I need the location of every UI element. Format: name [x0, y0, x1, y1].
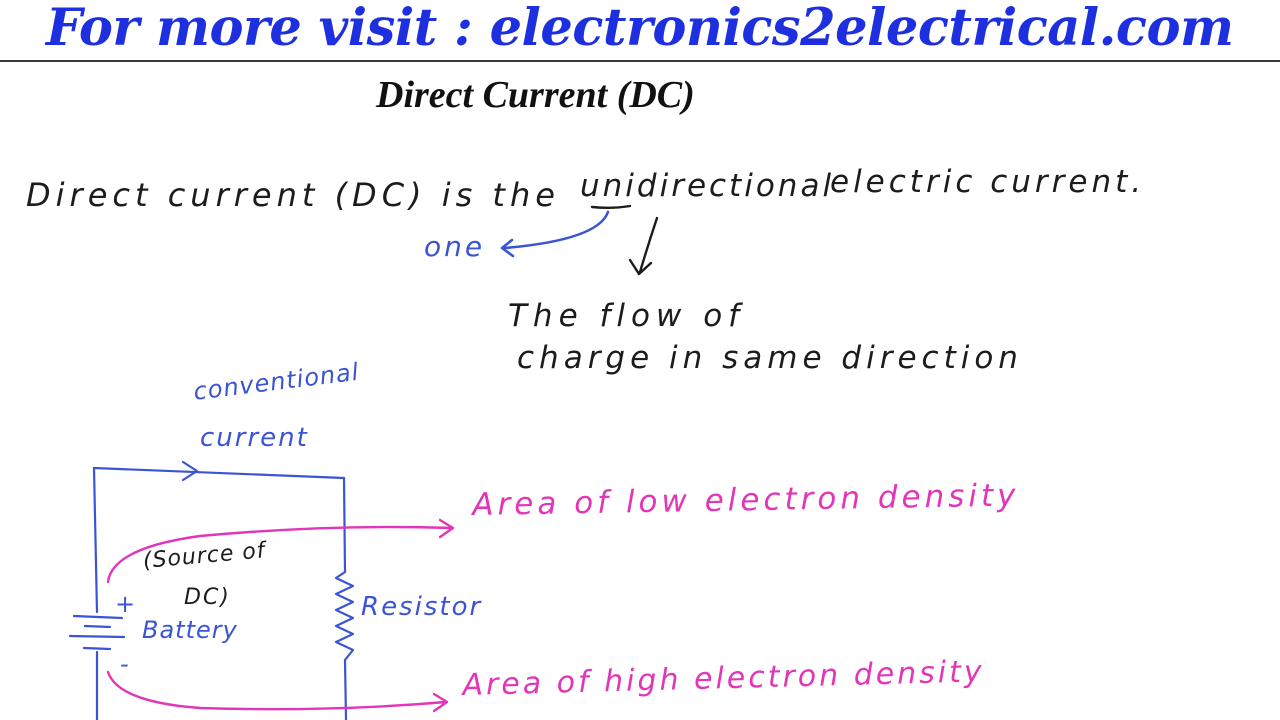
page-title: Direct Current (DC) — [376, 74, 695, 116]
high-density-arrowhead — [432, 692, 449, 713]
conventional-label-line-2: current — [200, 423, 309, 453]
right-wire-lower — [343, 658, 348, 720]
uni-meaning-label: one — [424, 230, 486, 263]
uni-to-one-arrow — [503, 210, 610, 250]
resistor-symbol — [334, 570, 355, 662]
left-wire-upper — [92, 466, 99, 614]
definition-part-1: Direct current (DC) is the — [26, 176, 560, 214]
circuit-wires — [92, 466, 348, 720]
right-wire-upper — [342, 476, 347, 574]
battery-symbol — [68, 614, 126, 651]
definition-part-2: electric current. — [830, 164, 1146, 200]
source-label-line-2: DC) — [184, 585, 231, 610]
battery-plus-sign: + — [115, 590, 136, 618]
battery-minus-sign: - — [120, 650, 129, 678]
battery-label: Battery — [142, 616, 238, 644]
uni-to-one-arrowhead — [500, 238, 515, 258]
explanation-arrow — [638, 216, 659, 274]
resistor-label: Resistor — [361, 592, 483, 622]
explanation-line-1: The flow of — [508, 298, 746, 334]
explanation-arrowhead — [628, 258, 653, 276]
explanation-line-2: charge in same direction — [517, 340, 1023, 376]
banner-text[interactable]: For more visit : electronics2electrical.… — [46, 0, 1234, 58]
low-density-arrowhead — [438, 518, 455, 539]
site-banner: For more visit : electronics2electrical.… — [0, 0, 1280, 62]
high-density-arrow — [106, 670, 448, 711]
top-wire — [92, 466, 346, 480]
current-direction-arrowhead — [181, 460, 199, 482]
low-density-arrow — [106, 525, 454, 584]
definition-keyword: unidirectional — [580, 168, 835, 204]
uni-underline — [590, 204, 632, 209]
banner-divider — [0, 60, 1280, 62]
